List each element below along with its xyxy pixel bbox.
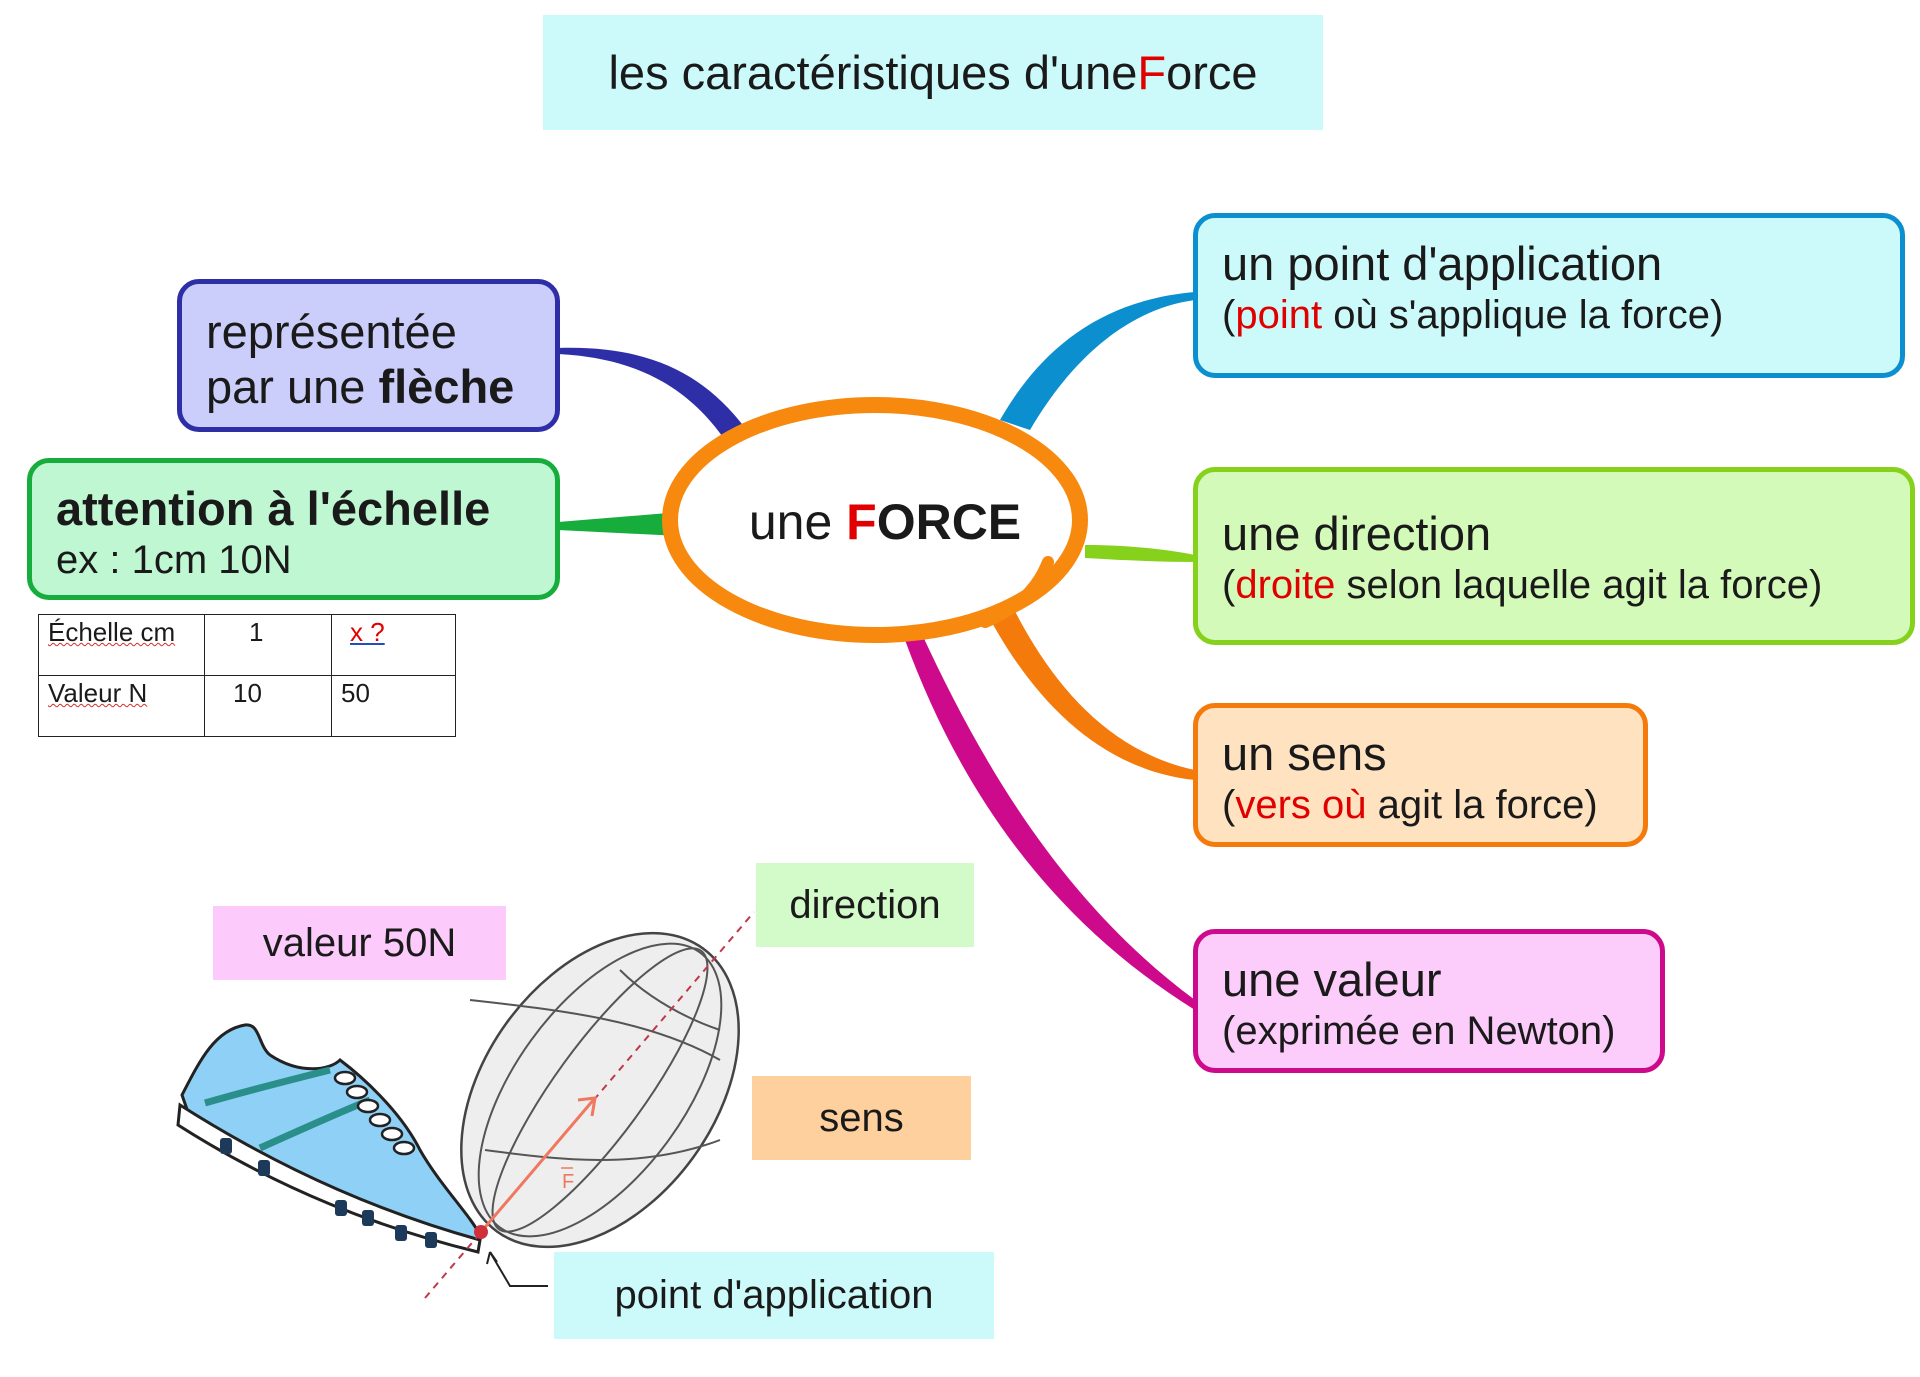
node-attention-echelle: attention à l'échelle ex : 1cm 10N bbox=[27, 458, 560, 600]
cell-text: Échelle cm bbox=[48, 617, 176, 647]
node-point-application: un point d'application (point où s'appli… bbox=[1193, 213, 1905, 378]
table-cell: Valeur N bbox=[38, 675, 205, 737]
table-cell: Échelle cm bbox=[38, 614, 205, 676]
table-cell: x ? bbox=[331, 614, 456, 676]
node-sens: un sens (vers où agit la force) bbox=[1193, 703, 1648, 847]
application-point-dot bbox=[474, 1225, 488, 1239]
node-direction: une direction (droite selon laquelle agi… bbox=[1193, 467, 1915, 645]
node-title: une valeur bbox=[1222, 953, 1442, 1006]
branch-fleche bbox=[558, 347, 745, 440]
tag-sens: sens bbox=[752, 1076, 971, 1160]
title-text: les caractéristiques d'une bbox=[608, 46, 1138, 99]
tag-direction: direction bbox=[756, 863, 974, 947]
node-detail: (exprimée en Newton) bbox=[1222, 1009, 1616, 1053]
node-line: ex : 1cm 10N bbox=[56, 538, 292, 582]
branch-point bbox=[1000, 292, 1195, 430]
node-text: par une bbox=[206, 360, 379, 413]
rugby-ball-illustration bbox=[460, 931, 740, 1249]
cell-text: x ? bbox=[350, 617, 385, 647]
node-line: attention à l'échelle bbox=[56, 482, 491, 535]
tag-point-application: point d'application bbox=[554, 1252, 994, 1339]
table-cell: 10 bbox=[204, 675, 332, 737]
node-text: selon laquelle agit la force) bbox=[1335, 563, 1823, 607]
center-ring bbox=[662, 397, 1088, 643]
title-text-end: orce bbox=[1166, 46, 1258, 99]
vector-label: F bbox=[562, 1171, 574, 1193]
center-node-label: une FORCE bbox=[690, 487, 1080, 557]
force-vector-arrowhead bbox=[577, 1096, 597, 1117]
table-row: Échelle cm 1 x ? bbox=[38, 614, 456, 676]
scale-table: Échelle cm 1 x ? Valeur N 10 50 bbox=[38, 614, 456, 737]
node-detail: (vers où agit la force) bbox=[1222, 780, 1621, 830]
node-bold-text: flèche bbox=[378, 360, 515, 413]
cell-text: 50 bbox=[341, 678, 370, 708]
node-valeur: une valeur (exprimée en Newton) bbox=[1193, 929, 1665, 1073]
node-highlight: droite bbox=[1235, 563, 1336, 607]
node-text: agit la force) bbox=[1366, 783, 1598, 827]
table-row: Valeur N 10 50 bbox=[38, 675, 456, 737]
node-detail: (droite selon laquelle agit la force) bbox=[1222, 560, 1888, 610]
cell-text: 10 bbox=[233, 678, 262, 708]
node-text: ( bbox=[1222, 783, 1236, 827]
cell-text: 1 bbox=[249, 617, 264, 647]
cell-text: Valeur N bbox=[48, 678, 148, 708]
application-point-pointer-head bbox=[486, 1251, 498, 1265]
center-ring-tail bbox=[979, 556, 1054, 628]
center-highlight: F bbox=[846, 494, 877, 550]
node-text: ( bbox=[1222, 293, 1236, 337]
node-title: un point d'application bbox=[1222, 237, 1663, 290]
branch-echelle bbox=[558, 512, 680, 536]
node-title: un sens bbox=[1222, 727, 1387, 780]
node-representee-fleche: représentée par une flèche bbox=[177, 279, 560, 432]
node-text: ( bbox=[1222, 563, 1236, 607]
node-title: une direction bbox=[1222, 507, 1492, 560]
table-cell: 50 bbox=[331, 675, 456, 737]
branch-direction bbox=[1085, 545, 1195, 562]
node-detail: (point où s'applique la force) bbox=[1222, 290, 1878, 340]
title-highlight: F bbox=[1137, 46, 1167, 99]
application-point-pointer bbox=[489, 1251, 548, 1287]
node-line: par une flèche bbox=[206, 359, 533, 414]
force-vector-arrow bbox=[479, 1097, 597, 1233]
table-cell: 1 bbox=[204, 614, 332, 676]
center-text-end: ORCE bbox=[876, 494, 1022, 550]
center-text: une bbox=[748, 494, 847, 550]
node-highlight: vers où bbox=[1235, 783, 1367, 827]
boot-illustration bbox=[176, 1023, 482, 1254]
tag-valeur: valeur 50N bbox=[213, 906, 506, 980]
node-text: où s'applique la force) bbox=[1322, 293, 1724, 337]
branch-valeur bbox=[905, 630, 1195, 1010]
node-line: représentée bbox=[206, 305, 457, 358]
node-highlight: point bbox=[1235, 293, 1323, 337]
